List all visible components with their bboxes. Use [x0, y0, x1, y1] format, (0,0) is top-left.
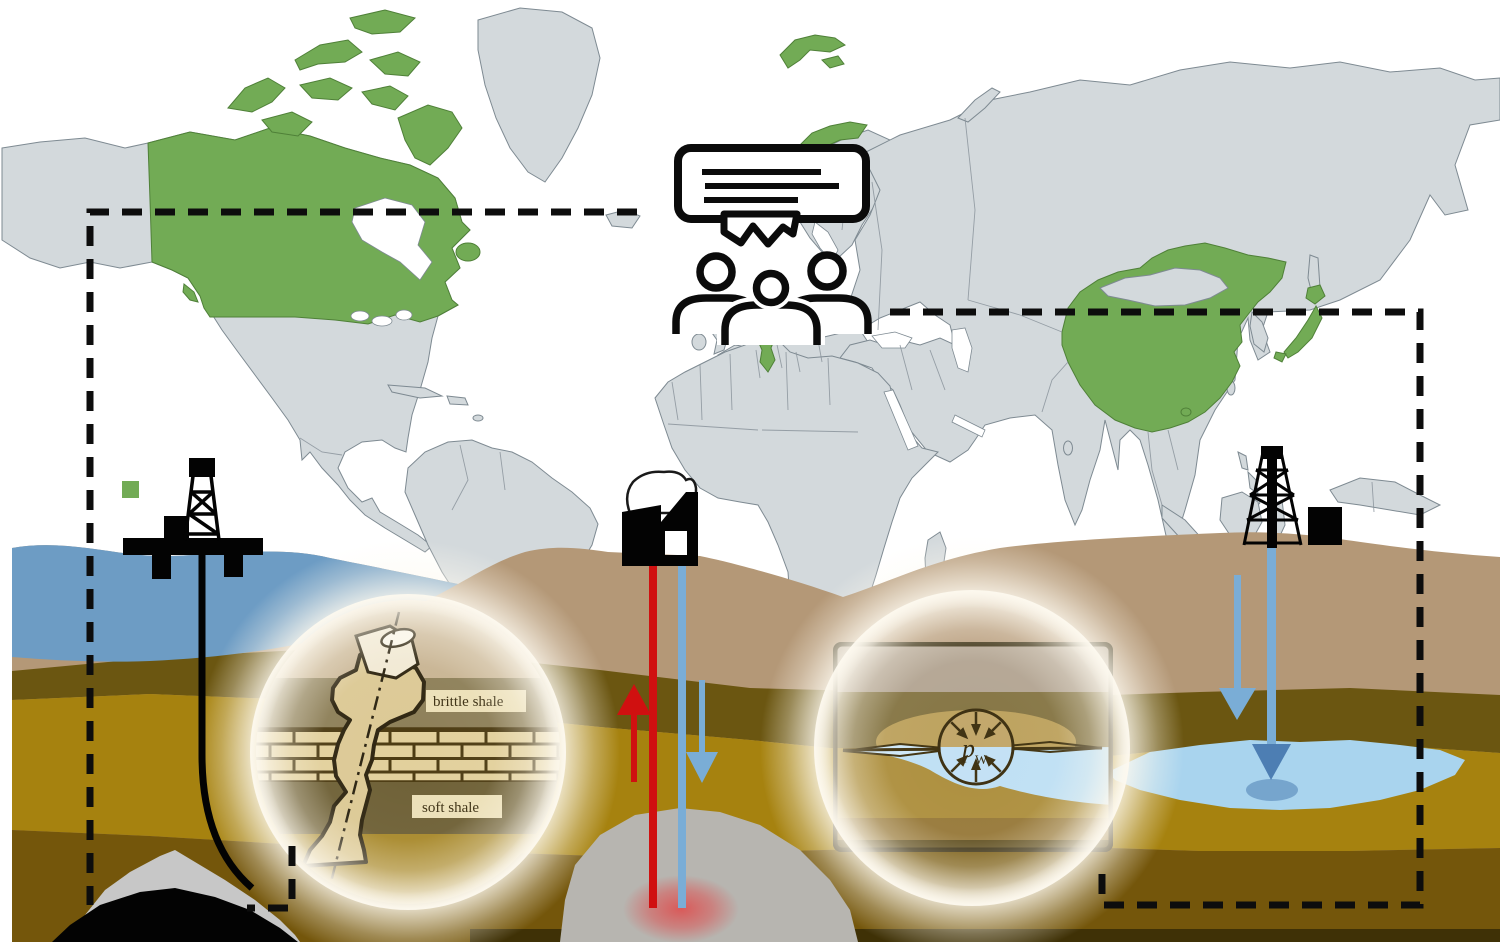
- injection-pipe-tip: [1252, 744, 1291, 780]
- country-canada-newfoundland: [455, 242, 481, 262]
- power-plant-icon: [622, 492, 698, 566]
- country-china-hainan: [1180, 407, 1192, 417]
- speech-bubble-tail: [720, 210, 801, 248]
- hudson-bay: [351, 197, 433, 281]
- caspian-sea: [951, 327, 973, 373]
- derrick-icon: [1242, 446, 1303, 548]
- drill-string: [198, 552, 255, 891]
- injection-well-cold: [678, 555, 686, 908]
- great-lake: [395, 309, 413, 321]
- country-japan: [1273, 284, 1326, 363]
- persian-gulf: [951, 414, 986, 438]
- inset-fracture-pressure: pW: [760, 536, 1184, 942]
- country-mongolia: [1099, 267, 1229, 307]
- production-well-hot: [649, 555, 657, 908]
- downflow-arrow: [686, 680, 718, 783]
- person-center-head-icon: [752, 269, 790, 307]
- dashed-frame-right: [890, 308, 1424, 909]
- person-right-head-icon: [807, 251, 847, 291]
- inset-outer-glow: [760, 536, 1184, 942]
- offshore-platform-icon: [123, 458, 263, 579]
- world-map: [1, 7, 1500, 601]
- derrick-crown: [189, 458, 215, 477]
- legend-swatch-highlight: [122, 481, 139, 498]
- great-lake: [350, 310, 370, 322]
- country-svalbard: [779, 34, 846, 69]
- inset-shale-cavern: brittle shale soft shale: [196, 540, 620, 942]
- offshore-rig-scene: [52, 458, 300, 942]
- wellhead-building: [1308, 507, 1342, 545]
- landmass-korea: [1249, 310, 1269, 353]
- injection-rig-scene: [1219, 446, 1342, 780]
- speech-bubble-text-lines: [702, 169, 839, 203]
- country-canada-vancouver-island: [182, 283, 199, 303]
- dashed-frames: [86, 208, 1424, 912]
- geothermal-scene: [560, 470, 858, 942]
- stakeholder-dialogue-icon: [672, 144, 872, 345]
- upflow-arrow: [617, 684, 651, 782]
- country-canada: [147, 127, 471, 325]
- person-left-head-icon: [696, 252, 736, 292]
- great-lake: [371, 315, 393, 327]
- landmass-new-guinea: [1329, 477, 1442, 516]
- aquifer: [1108, 740, 1465, 810]
- people-group-icon: [672, 251, 872, 345]
- landmass-greenland: [477, 7, 601, 183]
- inset-outer-glow: [196, 540, 620, 942]
- aquifer-plume: [1246, 779, 1298, 801]
- black-sea: [871, 331, 913, 349]
- country-canada-islands: [227, 9, 463, 166]
- water-cutouts: [350, 197, 986, 451]
- country-borders: [299, 117, 1375, 513]
- hydrocarbon-reservoir: [52, 888, 298, 942]
- injection-pipe: [1267, 545, 1276, 752]
- red-sea: [883, 389, 919, 451]
- big-downflow-arrow: [1219, 575, 1256, 720]
- person-center-shoulders-icon: [721, 301, 821, 345]
- dashed-frame-left: [86, 208, 637, 905]
